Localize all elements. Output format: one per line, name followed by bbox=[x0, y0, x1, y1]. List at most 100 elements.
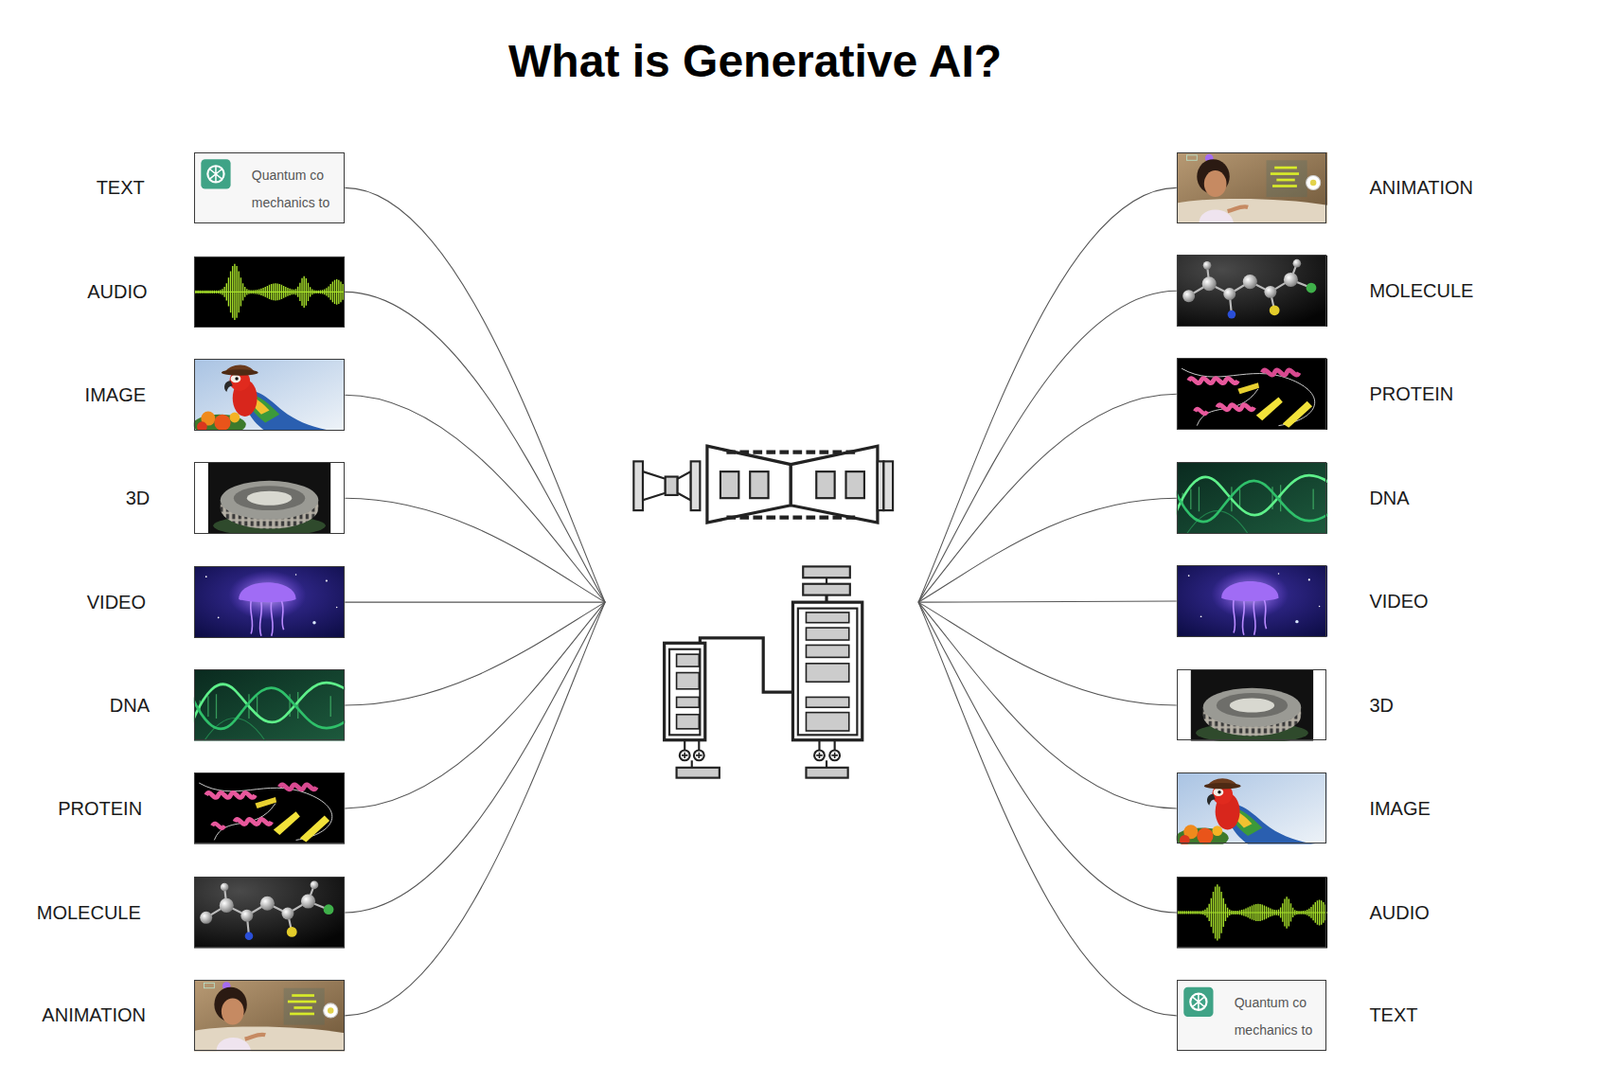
unet-illustration bbox=[790, 445, 878, 523]
transformer-illustration bbox=[802, 584, 851, 596]
flow-curve bbox=[918, 602, 1177, 1016]
transformer-illustration bbox=[664, 566, 863, 778]
flow-curve bbox=[344, 602, 605, 913]
unet-illustration bbox=[691, 461, 701, 511]
flow-curve bbox=[918, 497, 1177, 603]
thumbnail-picture bbox=[194, 772, 346, 844]
flow-curve bbox=[344, 394, 605, 603]
flow-curve bbox=[918, 602, 1177, 913]
transformer-illustration bbox=[691, 760, 694, 768]
flow-curves bbox=[344, 187, 1176, 1015]
modality-thumbnail: DNA bbox=[1176, 462, 1327, 534]
modality-label: MOLECULE bbox=[1368, 279, 1474, 303]
transformer-illustration bbox=[684, 740, 699, 751]
unet-illustration bbox=[720, 471, 739, 498]
unet-illustration bbox=[633, 445, 893, 523]
transformer-illustration bbox=[818, 740, 835, 751]
modality-thumbnail: IMAGE bbox=[194, 358, 346, 430]
thumbnail-picture bbox=[194, 979, 346, 1051]
transformer-illustration bbox=[681, 752, 703, 759]
modality-thumbnail: AUDIO bbox=[1176, 876, 1327, 948]
transformer-illustration bbox=[699, 638, 793, 693]
unet-illustration bbox=[642, 471, 666, 500]
modality-thumbnail: TEXTQuantum co mechanics to bbox=[1176, 979, 1327, 1051]
thumbnail-picture bbox=[1176, 979, 1329, 1051]
prompt-text: Quantum co mechanics to bbox=[1234, 989, 1324, 1045]
thumbnail-picture bbox=[194, 152, 346, 224]
transformer-illustration bbox=[676, 654, 700, 667]
transformer-illustration bbox=[676, 767, 720, 779]
thumbnail-picture bbox=[194, 462, 346, 536]
transformer-illustration bbox=[825, 577, 828, 584]
thumbnail-picture bbox=[194, 876, 346, 948]
flow-curve bbox=[918, 393, 1177, 603]
modality-label: 3D bbox=[125, 486, 151, 510]
modality-thumbnail: VIDEO bbox=[1176, 565, 1327, 637]
modality-thumbnail: AUDIO bbox=[194, 256, 346, 328]
unet-illustration bbox=[846, 471, 865, 498]
transformer-illustration bbox=[805, 663, 849, 682]
flow-curve bbox=[344, 602, 605, 809]
modality-label: PROTEIN bbox=[1368, 382, 1454, 406]
unet-illustration bbox=[816, 471, 835, 498]
transformer-illustration bbox=[805, 644, 849, 658]
transformer-illustration bbox=[798, 608, 858, 736]
modality-thumbnail: ANIMATION bbox=[1176, 152, 1327, 224]
transformer-illustration bbox=[802, 566, 851, 578]
flow-curve bbox=[918, 187, 1177, 603]
prompt-text: Quantum co mechanics to bbox=[251, 161, 341, 217]
thumbnail-picture bbox=[1176, 357, 1329, 429]
modality-label: AUDIO bbox=[1368, 901, 1429, 925]
modality-label: DNA bbox=[1368, 486, 1409, 510]
unet-illustration bbox=[726, 449, 857, 454]
unet-illustration bbox=[633, 461, 643, 511]
modality-thumbnail: PROTEIN bbox=[194, 772, 346, 844]
transformer-illustration bbox=[792, 602, 862, 741]
modality-label: IMAGE bbox=[85, 383, 146, 407]
unet-illustration bbox=[677, 471, 692, 500]
flow-curve bbox=[918, 602, 1177, 706]
modality-label: IMAGE bbox=[1368, 797, 1430, 820]
modality-label: TEXT bbox=[96, 176, 145, 199]
modality-label: MOLECULE bbox=[36, 901, 142, 925]
transformer-illustration bbox=[664, 642, 706, 740]
thumbnail-picture bbox=[194, 566, 346, 638]
modality-thumbnail: 3D bbox=[1176, 669, 1327, 741]
modality-thumbnail: ANIMATION bbox=[194, 979, 346, 1051]
flow-curve bbox=[344, 602, 605, 706]
thumbnails bbox=[188, 152, 1330, 1052]
modality-thumbnail: PROTEIN bbox=[1176, 357, 1327, 429]
thumbnail-picture bbox=[194, 256, 346, 328]
modality-thumbnail: 3D bbox=[194, 462, 346, 534]
thumbnail-picture bbox=[1175, 772, 1329, 849]
flow-curve bbox=[344, 291, 605, 603]
transformer-illustration bbox=[805, 612, 849, 623]
modality-label: VIDEO bbox=[1368, 589, 1428, 613]
thumbnail-picture bbox=[188, 669, 347, 741]
transformer-illustration bbox=[805, 767, 848, 779]
unet-illustration bbox=[665, 477, 678, 496]
unet-illustration bbox=[707, 445, 791, 523]
modality-label: DNA bbox=[109, 693, 150, 717]
transformer-illustration bbox=[816, 752, 838, 759]
modality-label: PROTEIN bbox=[57, 797, 143, 820]
thumbnail-picture bbox=[1171, 462, 1330, 534]
thumbnail-picture bbox=[1176, 876, 1329, 948]
unet-illustration bbox=[726, 515, 857, 520]
flow-curve bbox=[918, 601, 1177, 603]
modality-label: 3D bbox=[1368, 693, 1394, 717]
transformer-illustration bbox=[805, 712, 849, 731]
modality-label: AUDIO bbox=[87, 280, 147, 303]
transformer-illustration bbox=[669, 649, 700, 736]
flow-curve bbox=[918, 602, 1177, 809]
thumbnail-picture bbox=[1176, 152, 1329, 224]
modality-thumbnail: TEXTQuantum co mechanics to bbox=[194, 152, 346, 224]
thumbnail-picture bbox=[1176, 565, 1329, 637]
flow-curve bbox=[918, 290, 1177, 603]
modality-thumbnail: MOLECULE bbox=[194, 876, 346, 948]
thumbnail-picture bbox=[1176, 255, 1329, 327]
modality-thumbnail: MOLECULE bbox=[1176, 254, 1327, 326]
